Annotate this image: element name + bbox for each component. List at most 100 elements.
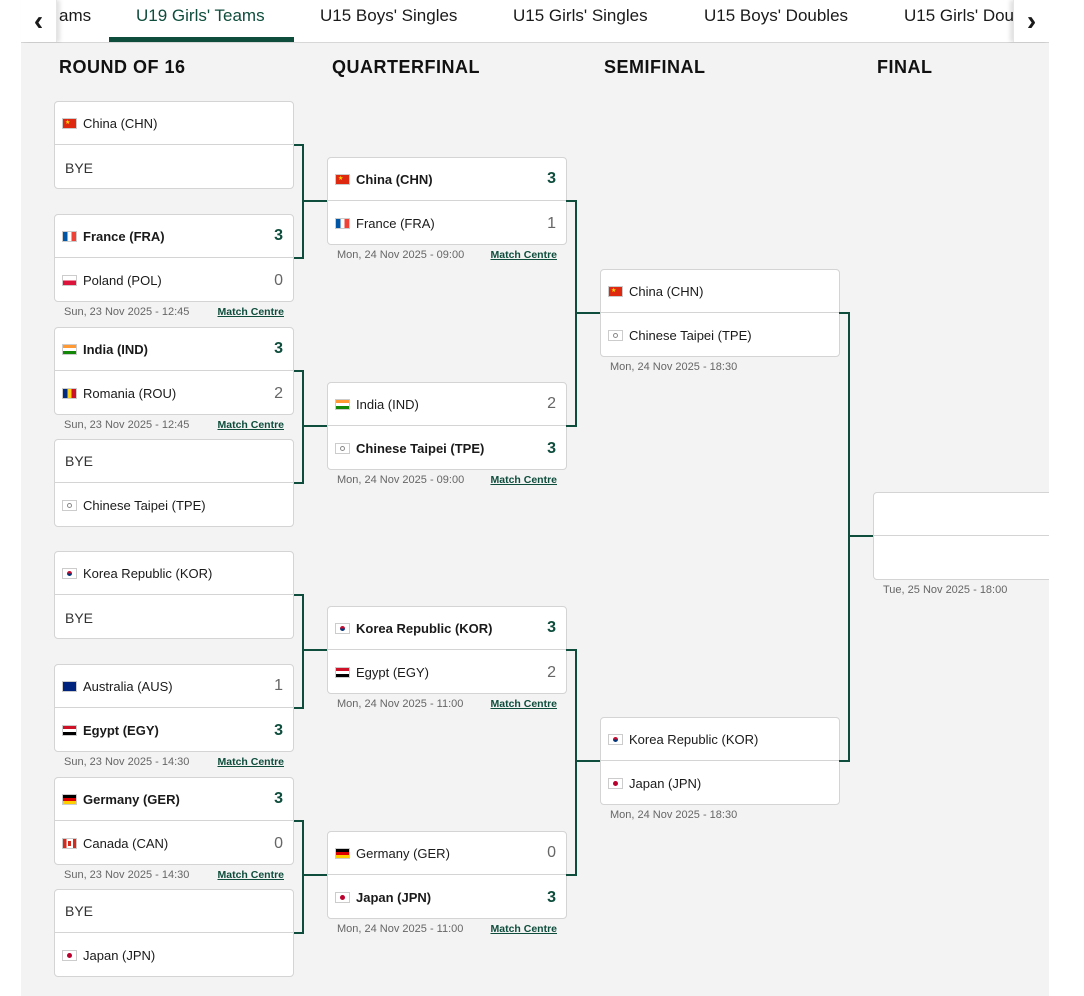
team-row[interactable]: Poland (POL)0 (55, 259, 293, 302)
team-row[interactable]: Korea Republic (KOR)3 (328, 607, 566, 650)
team-row[interactable]: Japan (JPN) (55, 934, 293, 977)
bracket-connector (575, 760, 600, 762)
bracket-connector (575, 312, 600, 314)
team-row[interactable]: BYE (55, 596, 293, 639)
team-row[interactable]: Chinese Taipei (TPE) (601, 314, 839, 357)
flag-icon (62, 950, 77, 961)
scroll-tabs-right-button[interactable]: › (1013, 0, 1049, 42)
r16-match[interactable]: ★China (CHN) BYE (54, 101, 294, 189)
match-date: Mon, 24 Nov 2025 - 18:30 (610, 809, 738, 821)
team-row[interactable]: Japan (JPN) (601, 762, 839, 805)
team-row[interactable]: Korea Republic (KOR) (55, 552, 293, 595)
bracket-connector (294, 932, 304, 934)
team-row[interactable]: Egypt (EGY)2 (328, 651, 566, 694)
team-row[interactable] (874, 537, 1049, 580)
r16-match[interactable]: BYE Japan (JPN) (54, 889, 294, 977)
team-name: Chinese Taipei (TPE) (83, 498, 206, 513)
bracket-connector (294, 707, 304, 709)
team-row[interactable]: France (FRA)3 (55, 215, 293, 258)
match-info: Tue, 25 Nov 2025 - 18:00 (873, 584, 1049, 596)
team-row[interactable]: ★China (CHN)3 (328, 158, 566, 201)
flag-icon (608, 330, 623, 341)
match-centre-link[interactable]: Match Centre (490, 698, 557, 710)
flag-icon (62, 275, 77, 286)
team-row[interactable]: Korea Republic (KOR) (601, 718, 839, 761)
team-name: Japan (JPN) (83, 948, 156, 963)
flag-icon (335, 667, 350, 678)
match-centre-link[interactable]: Match Centre (217, 869, 284, 881)
match-centre-link[interactable]: Match Centre (490, 249, 557, 261)
r16-match[interactable]: Korea Republic (KOR) BYE (54, 551, 294, 639)
team-row[interactable]: Romania (ROU)2 (55, 372, 293, 415)
team-row[interactable]: India (IND) 2 (328, 383, 566, 426)
match-centre-link[interactable]: Match Centre (217, 419, 284, 431)
sf-match[interactable]: Korea Republic (KOR) Japan (JPN) (600, 717, 840, 805)
bye-label: BYE (65, 159, 94, 176)
match-centre-link[interactable]: Match Centre (490, 923, 557, 935)
bye-label: BYE (65, 609, 94, 626)
team-row[interactable]: Chinese Taipei (TPE) (55, 484, 293, 527)
bracket-connector (302, 874, 327, 876)
flag-icon (62, 680, 77, 692)
team-row[interactable]: Australia (AUS)1 (55, 665, 293, 708)
tab-u15-boys-singles[interactable]: U15 Boys' Singles (320, 6, 458, 25)
team-row[interactable]: BYE (55, 890, 293, 933)
match-centre-link[interactable]: Match Centre (217, 756, 284, 768)
team-score: 3 (274, 790, 283, 807)
r16-match[interactable]: BYE Chinese Taipei (TPE) (54, 439, 294, 527)
team-score: 2 (547, 663, 556, 681)
match-centre-link[interactable]: Match Centre (217, 306, 284, 318)
flag-icon (62, 230, 77, 242)
team-name: Germany (GER) (83, 791, 180, 807)
tab-u15-girls-doubles[interactable]: U15 Girls' Dou (904, 6, 1015, 25)
bye-label: BYE (65, 453, 94, 469)
flag-icon (62, 343, 77, 355)
team-row[interactable]: BYE (55, 146, 293, 189)
team-name: Korea Republic (KOR) (629, 731, 759, 747)
team-score: 2 (547, 395, 556, 412)
bracket-connector (839, 312, 849, 314)
flag-icon (335, 847, 350, 859)
team-name: Poland (POL) (83, 273, 162, 288)
tab-u19-girls-teams[interactable]: U19 Girls' Teams (136, 6, 265, 25)
team-score: 3 (547, 439, 556, 457)
team-row[interactable] (874, 493, 1049, 536)
match-centre-link[interactable]: Match Centre (490, 474, 557, 486)
team-row[interactable]: Canada (CAN)0 (55, 822, 293, 865)
tab-teams[interactable]: ams (59, 6, 92, 25)
bracket-connector (302, 820, 304, 934)
tab-u15-boys-doubles[interactable]: U15 Boys' Doubles (704, 6, 849, 25)
team-row[interactable]: ★China (CHN) (601, 270, 839, 313)
team-name: France (FRA) (83, 228, 165, 244)
team-row[interactable]: Egypt (EGY)3 (55, 709, 293, 752)
team-row[interactable]: India (IND)3 (55, 328, 293, 371)
flag-icon (335, 622, 350, 634)
bracket-connector (302, 370, 304, 484)
team-score: 3 (274, 721, 283, 739)
tab-u15-girls-singles[interactable]: U15 Girls' Singles (513, 6, 648, 25)
sf-match[interactable]: ★China (CHN)Chinese Taipei (TPE) (600, 269, 840, 357)
flag-icon (335, 398, 350, 410)
team-score: 3 (547, 170, 556, 187)
team-row[interactable]: ★China (CHN) (55, 102, 293, 145)
final-match[interactable] (873, 492, 1049, 580)
team-row[interactable]: Germany (GER)0 (328, 832, 566, 875)
scroll-tabs-left-button[interactable]: ‹ (21, 0, 57, 42)
team-row[interactable]: Chinese Taipei (TPE)3 (328, 427, 566, 470)
team-row[interactable]: France (FRA)1 (328, 202, 566, 245)
team-row[interactable]: Germany (GER) 3 (55, 778, 293, 821)
bracket-connector (294, 594, 304, 596)
team-row[interactable]: Japan (JPN)3 (328, 876, 566, 919)
team-name: India (IND) (356, 396, 419, 412)
team-row[interactable]: BYE (55, 440, 293, 483)
